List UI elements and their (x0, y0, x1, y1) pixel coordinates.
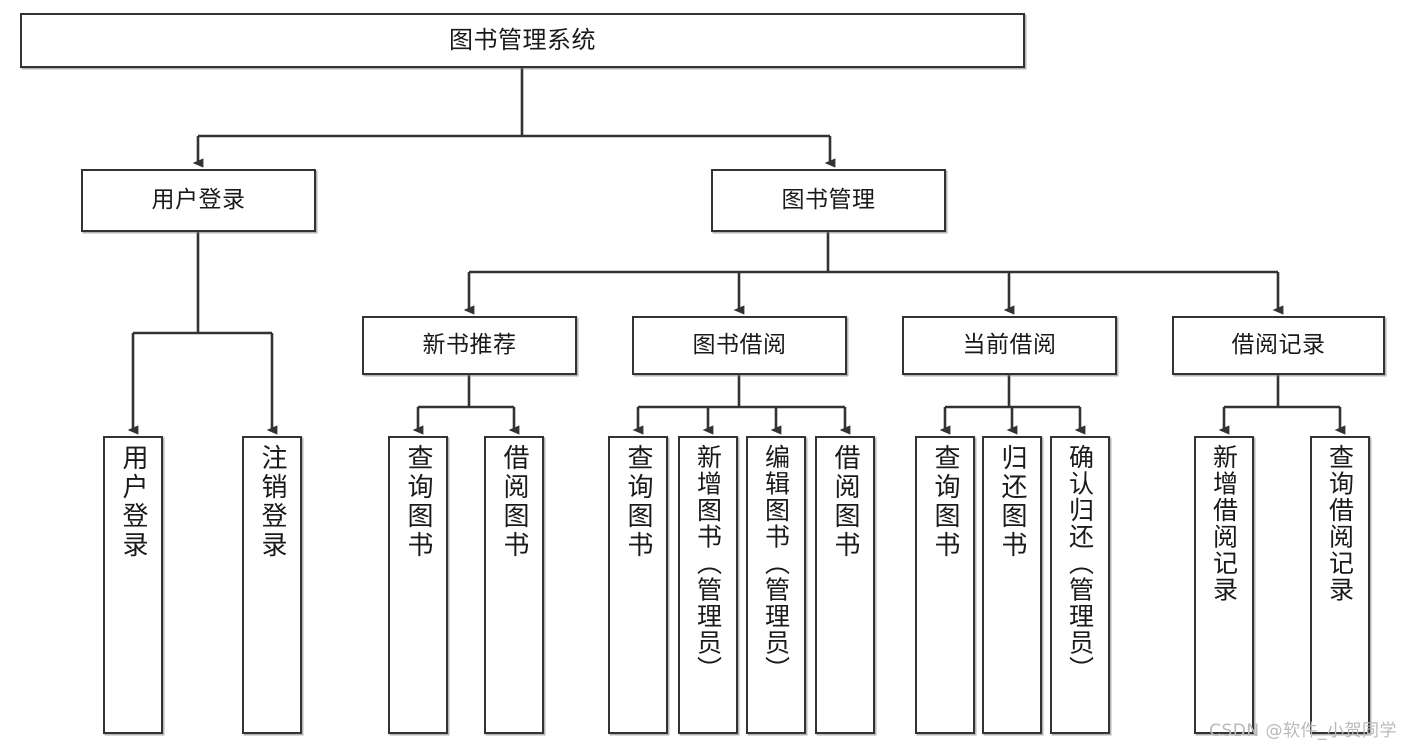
node-current-borrow[interactable]: 当前借阅 (902, 316, 1117, 375)
node-user-login[interactable]: 用户登录 (81, 169, 316, 232)
leaf-borrow-record-query[interactable]: 查询借阅记录 (1310, 436, 1370, 734)
leaf-label: 借阅图书 (499, 444, 529, 560)
node-borrow-record-label: 借阅记录 (1231, 331, 1326, 358)
leaf-label: 注销登录 (257, 444, 287, 560)
leaf-book-borrow-edit[interactable]: 编辑图书（管理员） (746, 436, 806, 734)
leaf-user-login-login[interactable]: 用户登录 (103, 436, 163, 734)
leaf-label: 用户登录 (118, 444, 148, 560)
node-book-borrow-label: 图书借阅 (692, 331, 787, 358)
leaf-book-borrow-query[interactable]: 查询图书 (608, 436, 668, 734)
leaf-label: 查询图书 (403, 444, 433, 560)
leaf-borrow-record-add[interactable]: 新增借阅记录 (1194, 436, 1254, 734)
node-book-management[interactable]: 图书管理 (711, 169, 946, 232)
node-new-book-recommend-label: 新书推荐 (422, 331, 517, 358)
leaf-label: 新增借阅记录 (1209, 444, 1239, 603)
leaf-label: 新增图书（管理员） (693, 444, 723, 683)
node-root[interactable]: 图书管理系统 (20, 13, 1025, 68)
leaf-label: 查询图书 (930, 444, 960, 560)
watermark: CSDN @软件_小贺同学 (1209, 721, 1397, 741)
leaf-new-book-borrow[interactable]: 借阅图书 (484, 436, 544, 734)
leaf-label: 借阅图书 (830, 444, 860, 560)
leaf-book-borrow-add[interactable]: 新增图书（管理员） (678, 436, 738, 734)
leaf-label: 查询借阅记录 (1325, 444, 1355, 603)
node-new-book-recommend[interactable]: 新书推荐 (362, 316, 577, 375)
node-current-borrow-label: 当前借阅 (962, 331, 1057, 358)
leaf-current-borrow-confirm-return[interactable]: 确认归还（管理员） (1050, 436, 1110, 734)
leaf-book-borrow-borrow[interactable]: 借阅图书 (815, 436, 875, 734)
leaf-label: 编辑图书（管理员） (761, 444, 791, 683)
node-root-label: 图书管理系统 (449, 26, 596, 55)
leaf-label: 归还图书 (997, 444, 1027, 560)
leaf-current-borrow-query[interactable]: 查询图书 (915, 436, 975, 734)
leaf-new-book-query[interactable]: 查询图书 (388, 436, 448, 734)
node-borrow-record[interactable]: 借阅记录 (1172, 316, 1385, 375)
leaf-current-borrow-return[interactable]: 归还图书 (982, 436, 1042, 734)
node-user-login-label: 用户登录 (151, 186, 246, 213)
leaf-label: 查询图书 (623, 444, 653, 560)
node-book-management-label: 图书管理 (781, 186, 876, 213)
leaf-user-login-logout[interactable]: 注销登录 (242, 436, 302, 734)
node-book-borrow[interactable]: 图书借阅 (632, 316, 847, 375)
leaf-label: 确认归还（管理员） (1065, 444, 1095, 683)
